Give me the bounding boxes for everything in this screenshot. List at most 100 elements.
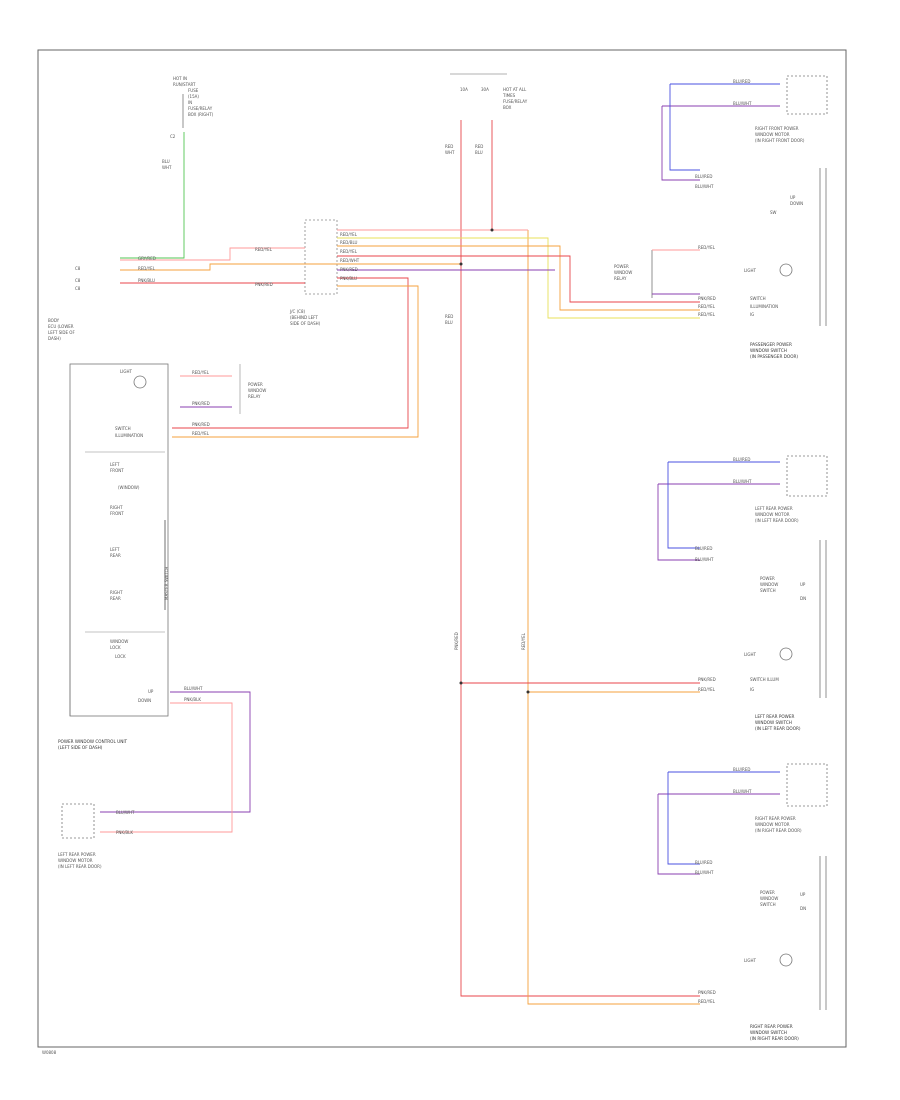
hot-in-run-fuse: HOT IN RUN/START FUSE (15A) IN FUSE/RELA… <box>170 76 214 139</box>
svg-text:RED/YEL: RED/YEL <box>698 312 716 317</box>
svg-text:PNK/RED: PNK/RED <box>340 267 358 272</box>
svg-text:TIMES: TIMES <box>502 93 516 98</box>
svg-text:RIGHT REAR POWER: RIGHT REAR POWER <box>750 1024 793 1029</box>
svg-text:BLU/WHT: BLU/WHT <box>184 686 203 691</box>
svg-text:DOWN: DOWN <box>790 201 803 206</box>
svg-text:HOT AT ALL: HOT AT ALL <box>503 87 527 92</box>
green-wire <box>120 132 185 259</box>
svg-text:UP: UP <box>800 582 806 587</box>
svg-text:BODY: BODY <box>48 318 60 323</box>
svg-text:BLU/RED: BLU/RED <box>695 546 712 551</box>
svg-text:RIGHT REAR POWER: RIGHT REAR POWER <box>755 816 796 821</box>
diagram-frame <box>37 49 847 1048</box>
svg-text:SWITCH: SWITCH <box>760 588 776 593</box>
svg-text:WINDOW SWITCH: WINDOW SWITCH <box>750 1030 787 1035</box>
svg-text:LEFT REAR POWER: LEFT REAR POWER <box>755 506 793 511</box>
svg-text:SWITCH: SWITCH <box>750 296 766 301</box>
svg-text:SWITCH: SWITCH <box>115 426 131 431</box>
svg-text:RIGHT FRONT POWER: RIGHT FRONT POWER <box>755 126 799 131</box>
svg-text:PASSENGER POWER: PASSENGER POWER <box>750 342 792 347</box>
svg-text:(IN LEFT REAR DOOR): (IN LEFT REAR DOOR) <box>755 726 801 731</box>
svg-text:BLU/WHT: BLU/WHT <box>733 789 752 794</box>
hot-at-all-times-fuse: 10A 30A HOT AT ALL TIMES FUSE/RELAY BOX … <box>445 73 528 155</box>
svg-text:BLU/WHT: BLU/WHT <box>695 870 714 875</box>
svg-text:RUN/START: RUN/START <box>173 82 196 87</box>
svg-text:MASTER SWITCH: MASTER SWITCH <box>164 567 169 600</box>
right-rear-window-switch: BLU/RED BLU/WHT RIGHT REAR POWER WINDOW … <box>657 763 828 875</box>
svg-text:DN: DN <box>800 906 806 911</box>
svg-text:UP: UP <box>148 689 154 694</box>
svg-text:WINDOW: WINDOW <box>760 582 778 587</box>
svg-text:DOWN: DOWN <box>138 698 151 703</box>
svg-text:C8: C8 <box>75 286 81 291</box>
svg-text:UP: UP <box>800 892 806 897</box>
svg-text:RED/YEL: RED/YEL <box>698 304 716 309</box>
svg-text:SIDE OF DASH): SIDE OF DASH) <box>290 321 321 326</box>
svg-text:LIGHT: LIGHT <box>744 268 757 273</box>
red-feed-wire <box>460 120 700 997</box>
svg-text:RED: RED <box>445 314 453 319</box>
svg-text:PNK/RED: PNK/RED <box>255 282 273 287</box>
svg-text:J/C (C8): J/C (C8) <box>289 309 305 314</box>
svg-text:(IN LEFT REAR DOOR): (IN LEFT REAR DOOR) <box>58 864 102 869</box>
svg-text:WHT: WHT <box>445 150 455 155</box>
svg-text:RELAY: RELAY <box>614 276 627 281</box>
svg-text:HOT IN: HOT IN <box>173 76 187 81</box>
svg-text:BOX (RIGHT): BOX (RIGHT) <box>188 112 214 117</box>
svg-text:BLU/RED: BLU/RED <box>695 174 712 179</box>
svg-text:C8: C8 <box>75 278 81 283</box>
svg-text:LEFT REAR POWER: LEFT REAR POWER <box>755 714 794 719</box>
jc-wire-2 <box>337 245 700 311</box>
svg-text:WINDOW: WINDOW <box>614 270 632 275</box>
svg-text:SWITCH: SWITCH <box>760 902 776 907</box>
splice-dot <box>459 262 463 266</box>
left-rear-motor <box>61 803 95 839</box>
svg-text:WINDOW MOTOR: WINDOW MOTOR <box>755 512 790 517</box>
svg-text:POWER: POWER <box>614 264 629 269</box>
splice-dot <box>459 681 463 685</box>
master-switch-labels: SWITCH ILLUMINATION LEFT FRONT (WINDOW) … <box>110 426 154 703</box>
ecu-orange-wire <box>120 263 461 271</box>
svg-text:PNK/RED: PNK/RED <box>698 296 716 301</box>
svg-text:ILLUMINATION: ILLUMINATION <box>115 433 143 438</box>
svg-text:BLU/WHT: BLU/WHT <box>695 557 714 562</box>
left-rear-window-switch: BLU/RED BLU/WHT LEFT REAR POWER WINDOW M… <box>657 455 828 561</box>
svg-text:(15A): (15A) <box>188 94 199 99</box>
svg-text:C8: C8 <box>75 266 81 271</box>
splice-dot <box>490 228 494 232</box>
jc-wire-1 <box>337 237 700 319</box>
svg-text:(IN RIGHT REAR DOOR): (IN RIGHT REAR DOOR) <box>750 1036 799 1041</box>
svg-text:LOCK: LOCK <box>110 645 121 650</box>
svg-text:IN: IN <box>188 100 192 105</box>
master-pink-wire <box>100 702 233 833</box>
svg-text:RED/YEL: RED/YEL <box>340 232 358 237</box>
svg-text:LIGHT: LIGHT <box>120 369 133 374</box>
svg-text:SWITCH ILLUM: SWITCH ILLUM <box>750 677 779 682</box>
svg-text:BLU/WHT: BLU/WHT <box>116 810 135 815</box>
svg-text:ILLUMINATION: ILLUMINATION <box>750 304 778 309</box>
svg-text:(LEFT SIDE OF DASH): (LEFT SIDE OF DASH) <box>58 745 103 750</box>
ecu-pink-wire <box>120 247 305 261</box>
passenger-window-switch: BLU/RED BLU/WHT RIGHT FRONT POWER WINDOW… <box>661 75 828 181</box>
svg-text:RIGHT: RIGHT <box>110 590 123 595</box>
svg-text:RED/BLU: RED/BLU <box>340 240 358 245</box>
svg-text:BLU/RED: BLU/RED <box>695 860 712 865</box>
svg-text:PNK/RED: PNK/RED <box>454 632 459 650</box>
master-purple-wire <box>100 691 251 813</box>
svg-text:WINDOW: WINDOW <box>110 639 128 644</box>
svg-text:RED/YEL: RED/YEL <box>340 249 358 254</box>
svg-text:PNK/BLU: PNK/BLU <box>138 278 155 283</box>
splice-dot <box>526 690 530 694</box>
svg-text:WINDOW: WINDOW <box>248 388 266 393</box>
svg-text:ECU (LOWER: ECU (LOWER <box>48 324 74 329</box>
svg-text:RELAY: RELAY <box>248 394 261 399</box>
svg-text:10A: 10A <box>460 87 468 92</box>
jc-wire-6 <box>172 285 419 438</box>
svg-text:GRY/RED: GRY/RED <box>138 256 156 261</box>
passenger-switch-box: BLU/RED BLU/WHT UP DOWN SW LIGHT RED/YEL… <box>614 168 827 359</box>
svg-text:PNK/BLK: PNK/BLK <box>184 697 201 702</box>
svg-text:RED/YEL: RED/YEL <box>192 431 210 436</box>
svg-text:DASH): DASH) <box>48 336 61 341</box>
svg-text:UP: UP <box>790 195 796 200</box>
